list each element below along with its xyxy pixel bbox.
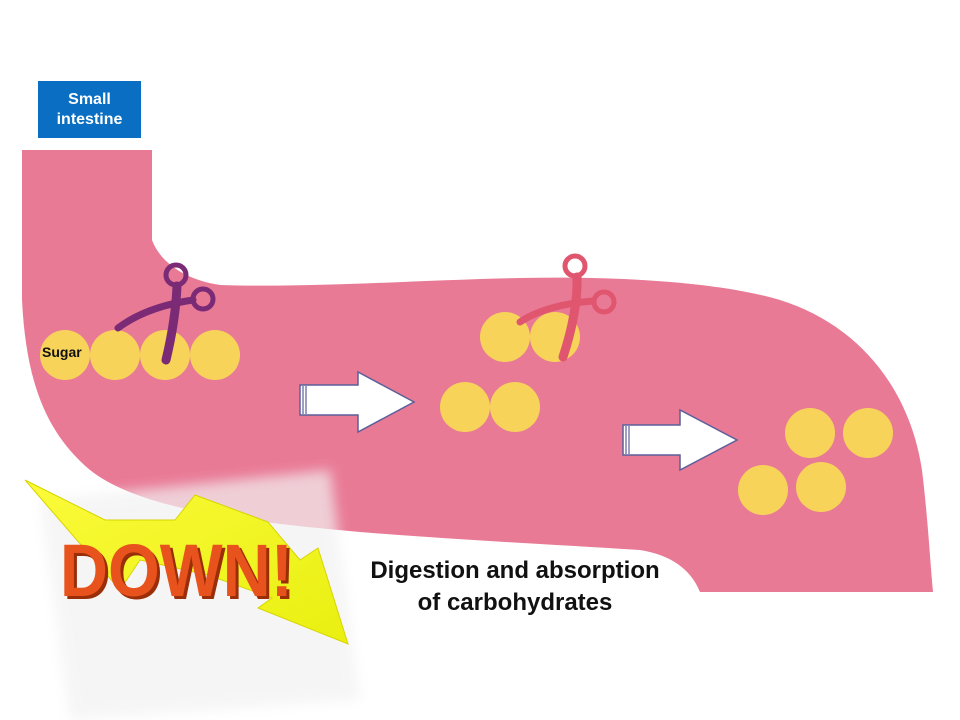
process-arrow-icon [622,408,739,472]
scissors-icon [516,253,617,362]
sugar-molecule [440,382,490,432]
caption-line-1: Digestion and absorption [370,557,660,584]
svg-text:DOWN!: DOWN! [63,532,296,615]
sugar-molecule [480,312,530,362]
scissors-icon [114,262,216,365]
label-line-1: Small [68,90,111,108]
down-badge-text: DOWN! [60,529,293,612]
diagram-caption: Digestion and absorption of carbohydrate… [330,555,700,619]
sugar-molecule [490,382,540,432]
process-arrow-icon [299,370,416,434]
caption-line-2: of carbohydrates [417,589,613,616]
sugar-molecule [90,330,140,380]
yellow-arrow-icon [24,479,349,645]
label-line-2: intestine [56,110,123,128]
sugar-chain-middle [440,312,580,432]
sugar-molecule [843,408,893,458]
sugar-molecule [738,465,788,515]
small-intestine-label: Small intestine [38,81,141,138]
sugar-molecule [785,408,835,458]
down-badge: DOWN! DOWN! [24,470,360,720]
sugar-chain-end [738,408,893,515]
sugar-molecule [40,330,90,380]
sugar-molecule [190,330,240,380]
sugar-molecule [796,462,846,512]
sugar-label: Sugar [42,344,82,360]
